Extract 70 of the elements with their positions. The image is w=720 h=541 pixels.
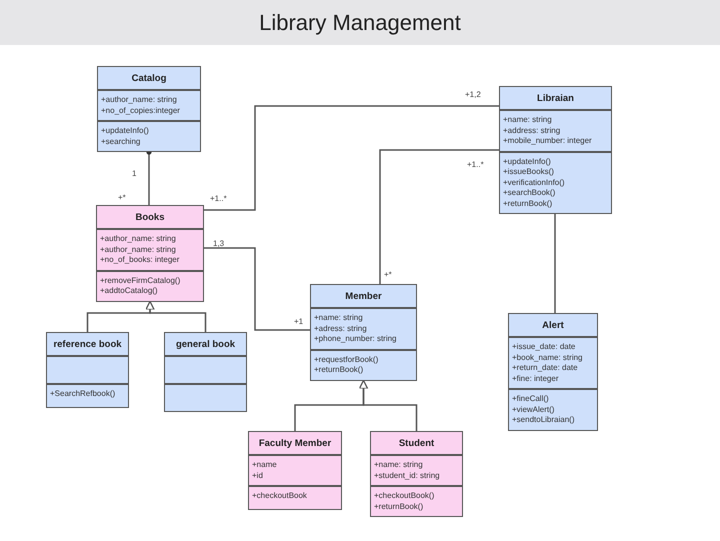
association-line <box>204 247 310 331</box>
multiplicity-label: +1..* <box>210 194 227 203</box>
class-member: +name: string <box>314 313 364 324</box>
class-member: +sendtoLibraian() <box>512 415 576 426</box>
class-member: +requestforBook() <box>314 354 380 365</box>
class-name: reference book <box>52 338 123 352</box>
diagram-title: Library Management <box>259 10 461 36</box>
multiplicity-label: +1,2 <box>465 90 481 99</box>
multiplicity-label: 1,3 <box>213 239 224 248</box>
multiplicity-label: +* <box>118 193 126 202</box>
class-member: +no_of_books: integer <box>100 255 180 266</box>
class-name: Student <box>398 437 436 451</box>
class-member: +name: string <box>374 460 424 470</box>
class-member: +removeFirmCatalog() <box>100 276 182 286</box>
class-name: Libraian <box>536 92 575 106</box>
class-member: +author_name: string <box>101 95 178 106</box>
class-member: +fine: integer <box>512 374 560 384</box>
class-member: +fineCall() <box>512 394 550 404</box>
class-member: +verificationInfo() <box>503 178 566 188</box>
generalization-arrow <box>358 380 418 431</box>
association-line <box>204 105 499 211</box>
class-member: +student_id: string <box>374 470 441 481</box>
class-name: general book <box>174 338 236 352</box>
class-member: +viewAlert() <box>512 404 556 415</box>
class-member: +updateInfo() <box>101 126 150 136</box>
class-member: +mobile_number: integer <box>503 136 593 146</box>
class-member: +address: string <box>503 126 562 136</box>
class-member: +author_name: string <box>100 234 177 244</box>
association-line <box>379 149 499 284</box>
class-box <box>310 284 417 380</box>
class-member: +name: string <box>503 115 553 126</box>
class-member: +adress: string <box>314 324 368 334</box>
class-box <box>164 332 247 412</box>
class-member: +returnBook() <box>314 365 364 376</box>
class-member: +checkoutBook() <box>374 491 436 502</box>
association-line <box>554 214 556 313</box>
class-box <box>248 431 342 510</box>
class-member: +updateInfo() <box>503 156 552 167</box>
class-box <box>370 431 463 517</box>
class-member: +checkoutBook <box>252 491 308 502</box>
class-member: +addtoCatalog() <box>100 286 159 296</box>
class-box <box>499 86 612 214</box>
class-box <box>46 332 129 408</box>
class-box <box>508 313 598 430</box>
class-member: +SearchRefbook() <box>50 389 116 400</box>
class-name: Alert <box>541 319 565 333</box>
class-member: +searching <box>101 136 142 147</box>
class-box <box>96 205 204 302</box>
class-name: Member <box>344 290 383 304</box>
class-member: +returnBook() <box>374 502 424 512</box>
class-member: +searchBook() <box>503 188 556 198</box>
multiplicity-label: +1 <box>294 317 304 326</box>
class-member: +issueBooks() <box>503 167 555 178</box>
class-box <box>97 66 201 152</box>
class-member: +returnBook() <box>503 198 554 209</box>
multiplicity-label: 1 <box>132 169 136 178</box>
multiplicity-label: +1..* <box>467 160 484 169</box>
class-name: Books <box>134 211 166 225</box>
class-member: +id <box>252 470 264 481</box>
class-member: +phone_number: string <box>314 334 398 344</box>
generalization-arrow <box>145 300 206 332</box>
class-member: +book_name: string <box>512 352 584 363</box>
class-member: +no_of_copies:integer <box>101 106 181 116</box>
class-member: +name <box>252 460 278 470</box>
class-member: +issue_date: date <box>512 342 576 352</box>
class-name: Catalog <box>130 72 168 86</box>
multiplicity-label: +* <box>384 270 392 279</box>
class-member: +author_name: string <box>100 244 177 255</box>
class-member: +return_date: date <box>512 363 579 374</box>
class-name: Faculty Member <box>258 437 332 451</box>
